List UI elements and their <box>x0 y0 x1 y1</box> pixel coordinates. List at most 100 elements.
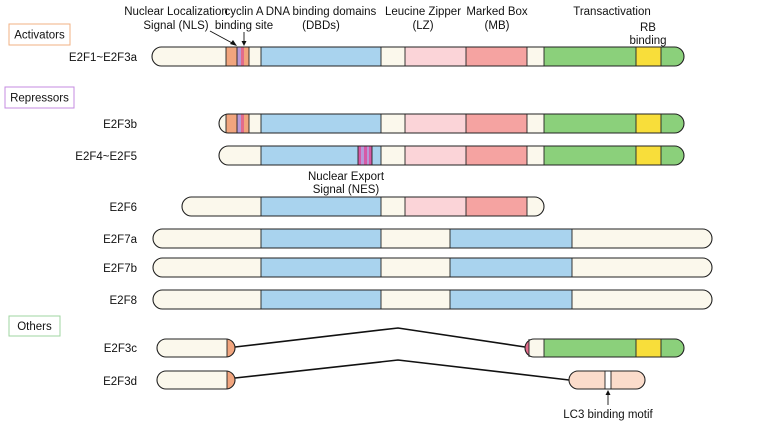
nls-domain-2 <box>244 47 249 66</box>
protein-label-e2f7b: E2F7b <box>103 263 137 275</box>
rb-binding-domain <box>636 146 661 165</box>
mb-header-line2: (MB) <box>485 20 510 32</box>
protein-label-e2f3d: E2F3d <box>103 376 137 388</box>
protein-label-e2f3c: E2F3c <box>104 343 137 355</box>
activators-label-text: Activators <box>14 30 65 42</box>
bar-base-left <box>157 371 235 389</box>
bar-outline <box>181 196 545 217</box>
bar-outline-right <box>568 370 646 390</box>
transactivation-domain <box>544 339 636 357</box>
others-group-label: Others <box>8 315 61 337</box>
protein-bar-e2f3b <box>218 113 685 134</box>
protein-label-e2f3b: E2F3b <box>103 119 137 131</box>
bar-outline <box>152 257 713 278</box>
lz-domain <box>405 146 466 165</box>
bar-base-left <box>157 339 235 357</box>
nls-pointer-arrow <box>209 30 235 45</box>
bar-base <box>153 258 712 277</box>
bar-base <box>153 229 712 248</box>
repressors-label-box <box>4 86 75 109</box>
lc3-binding-motif <box>605 371 611 389</box>
transactivation-domain <box>544 146 636 165</box>
nes-domain-mid-2 <box>367 146 369 165</box>
column-headers: Nuclear Localization Signal (NLS) cyclin… <box>124 6 666 47</box>
lc3-pointer-arrowhead <box>605 390 611 395</box>
dbd-domain <box>261 197 381 216</box>
protein-names: E2F1~E2F3a E2F3b E2F4~E2F5 E2F6 E2F7a E2… <box>69 52 138 388</box>
lz-header-line1: Leucine Zipper <box>385 6 461 18</box>
nes-domain-2 <box>364 146 367 165</box>
repressors-group-label: Repressors <box>4 86 75 109</box>
protein-label-e2f4-5: E2F4~E2F5 <box>75 151 137 163</box>
bar-outline <box>218 113 685 134</box>
dbd-header-line1: DNA binding domains <box>266 6 377 18</box>
rb-header-line2: binding <box>629 35 666 47</box>
dbd-domain <box>261 146 381 165</box>
bar-outline-left <box>156 370 236 390</box>
nes-label-line1: Nuclear Export <box>308 171 385 183</box>
activators-label-box <box>8 23 71 46</box>
lc3-annotation: LC3 binding motif <box>563 390 654 421</box>
transactivation-domain-end <box>661 47 684 66</box>
rb-binding-domain <box>636 339 661 357</box>
rb-binding-domain <box>636 47 661 66</box>
nls-header-line1: Nuclear Localization <box>124 6 228 18</box>
cyclin-a-site-accent <box>241 114 244 133</box>
cyclin-a-site <box>237 114 241 133</box>
nls-pointer-arrowhead <box>230 40 237 46</box>
cyclin-a-pointer-arrowhead <box>241 41 247 46</box>
mb-domain <box>466 47 527 66</box>
protein-bar-e2f4-5 <box>218 145 685 166</box>
mb-domain-fragment <box>525 339 529 357</box>
dbd-domain-2 <box>450 290 572 309</box>
splice-connector <box>234 327 526 348</box>
transactivation-domain <box>544 114 636 133</box>
splice-connector <box>234 359 570 381</box>
repressors-label-text: Repressors <box>10 93 69 105</box>
lc3-label: LC3 binding motif <box>563 409 653 421</box>
bar-base <box>153 290 712 309</box>
nls-domain <box>227 371 235 389</box>
lz-domain <box>405 197 466 216</box>
dbd-domain-1 <box>261 258 381 277</box>
transactivation-header: Transactivation <box>573 6 651 18</box>
protein-bar-e2f7b <box>152 257 713 278</box>
protein-bar-e2f3d <box>156 359 646 390</box>
protein-label-e2f8: E2F8 <box>110 295 138 307</box>
lz-domain <box>405 47 466 66</box>
dbd-domain-2 <box>450 229 572 248</box>
cyclin-a-header-line1: cyclin A <box>225 6 264 18</box>
lz-domain <box>405 114 466 133</box>
nes-domain-mid <box>361 146 364 165</box>
bar-outline <box>151 46 685 67</box>
transactivation-domain-end <box>661 114 684 133</box>
mb-domain <box>466 197 527 216</box>
mb-header-line1: Marked Box <box>466 6 528 18</box>
nes-annotation: Nuclear Export Signal (NES) <box>308 171 385 196</box>
transactivation-domain-end <box>661 339 684 357</box>
nls-header-line2: Signal (NLS) <box>143 20 208 32</box>
transactivation-domain-end <box>661 146 684 165</box>
protein-bar-e2f8 <box>152 289 713 310</box>
dbd-domain <box>261 114 381 133</box>
protein-bar-e2f6 <box>181 196 545 217</box>
dbd-domain-1 <box>261 229 381 248</box>
bar-outline <box>152 289 713 310</box>
protein-bar-e2f1-3a <box>151 46 685 67</box>
protein-label-e2f7a: E2F7a <box>103 234 137 246</box>
others-label-text: Others <box>17 321 52 333</box>
protein-bar-e2f7a <box>152 228 713 249</box>
protein-label-e2f1-3a: E2F1~E2F3a <box>69 52 138 64</box>
protein-bar-e2f3c <box>156 327 685 358</box>
mb-domain <box>466 114 527 133</box>
nls-domain-2 <box>244 114 249 133</box>
bar-outline <box>152 228 713 249</box>
lz-header-line2: (LZ) <box>412 20 433 32</box>
mb-domain <box>466 146 527 165</box>
cyclin-a-header-line2: binding site <box>215 20 273 32</box>
dbd-header-line2: (DBDs) <box>302 20 340 32</box>
nes-domain <box>358 146 361 165</box>
bar-outline-left <box>156 338 236 358</box>
dbd-domain-2 <box>450 258 572 277</box>
